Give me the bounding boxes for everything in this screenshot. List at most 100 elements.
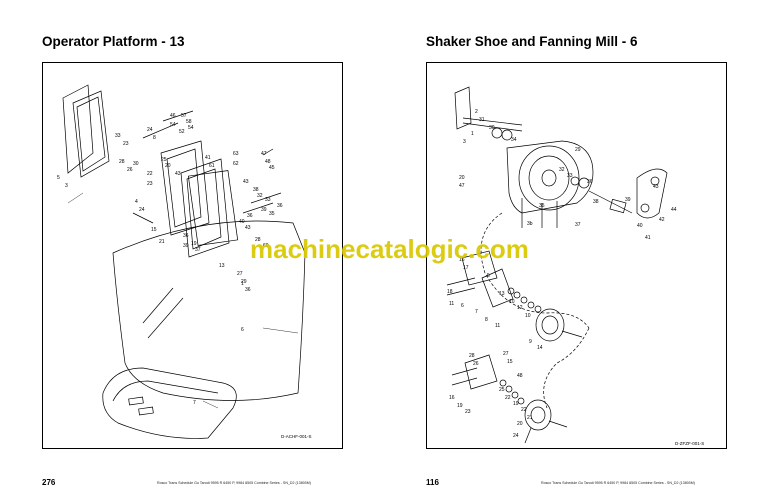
svg-text:5: 5 xyxy=(487,273,490,279)
svg-text:43: 43 xyxy=(175,171,181,177)
svg-text:3b: 3b xyxy=(527,221,533,227)
right-footer: 116 Rosco Trans Schedule Go Tarodi 9595 … xyxy=(426,478,738,490)
svg-text:39: 39 xyxy=(183,243,189,249)
svg-text:28: 28 xyxy=(119,159,125,165)
svg-text:6: 6 xyxy=(461,303,464,309)
right-footer-text: Rosco Trans Schedule Go Tarodi 9595 R 64… xyxy=(541,481,695,485)
svg-text:48: 48 xyxy=(517,373,523,379)
svg-text:23: 23 xyxy=(147,181,153,187)
svg-text:24: 24 xyxy=(147,127,153,133)
svg-text:30: 30 xyxy=(489,125,495,131)
svg-text:24: 24 xyxy=(139,207,145,213)
svg-text:28: 28 xyxy=(255,237,261,243)
left-page-number: 276 xyxy=(42,478,56,487)
svg-text:62: 62 xyxy=(233,161,239,167)
svg-text:33: 33 xyxy=(567,173,573,179)
svg-text:32: 32 xyxy=(559,167,565,173)
svg-text:19: 19 xyxy=(513,401,519,407)
svg-text:36: 36 xyxy=(245,287,251,293)
svg-text:27: 27 xyxy=(237,271,243,277)
svg-text:11: 11 xyxy=(495,323,500,329)
svg-text:19: 19 xyxy=(457,403,463,409)
svg-text:43: 43 xyxy=(653,184,659,190)
svg-text:3: 3 xyxy=(463,139,466,145)
svg-text:54: 54 xyxy=(188,125,194,131)
svg-text:7: 7 xyxy=(475,309,478,315)
svg-text:20: 20 xyxy=(517,421,523,427)
svg-text:1: 1 xyxy=(471,131,474,137)
svg-text:39: 39 xyxy=(625,197,631,203)
svg-text:5: 5 xyxy=(57,175,60,181)
svg-text:46: 46 xyxy=(170,113,176,119)
svg-text:48: 48 xyxy=(265,159,271,165)
svg-text:43: 43 xyxy=(243,179,249,185)
svg-text:32: 32 xyxy=(257,193,263,199)
svg-text:35: 35 xyxy=(269,211,275,217)
svg-text:42: 42 xyxy=(659,217,665,223)
svg-text:36: 36 xyxy=(587,179,593,185)
svg-text:47: 47 xyxy=(261,151,267,157)
svg-text:38: 38 xyxy=(253,187,259,193)
svg-text:27: 27 xyxy=(503,351,509,357)
svg-text:10: 10 xyxy=(509,299,515,305)
right-page-title: Shaker Shoe and Fanning Mill - 6 xyxy=(426,34,638,49)
svg-text:34: 34 xyxy=(511,137,517,143)
svg-text:35: 35 xyxy=(539,203,545,209)
svg-text:47: 47 xyxy=(459,183,465,189)
svg-text:30: 30 xyxy=(133,161,139,167)
svg-text:36: 36 xyxy=(183,233,189,239)
watermark: machinecatalogic.com xyxy=(250,234,529,264)
svg-text:26: 26 xyxy=(473,361,479,367)
svg-text:57: 57 xyxy=(181,113,187,119)
svg-text:54: 54 xyxy=(170,122,176,128)
svg-text:41: 41 xyxy=(205,155,211,161)
left-footer: 276 Rosco Trans Schedule Go Tarodi 9595 … xyxy=(42,478,354,490)
svg-text:6: 6 xyxy=(241,327,244,333)
svg-text:17: 17 xyxy=(463,265,469,271)
svg-text:1: 1 xyxy=(241,281,244,287)
svg-text:52: 52 xyxy=(179,129,185,135)
svg-text:31: 31 xyxy=(479,117,485,123)
svg-text:22: 22 xyxy=(521,407,527,413)
svg-text:24: 24 xyxy=(513,433,519,439)
svg-text:29: 29 xyxy=(575,147,581,153)
svg-text:16: 16 xyxy=(459,257,465,263)
svg-text:16: 16 xyxy=(449,395,455,401)
svg-text:40: 40 xyxy=(637,223,643,229)
svg-text:58: 58 xyxy=(186,119,192,125)
svg-text:43: 43 xyxy=(245,225,251,231)
left-footer-text: Rosco Trans Schedule Go Tarodi 9595 R 64… xyxy=(157,481,311,485)
svg-text:18: 18 xyxy=(447,289,453,295)
svg-text:12: 12 xyxy=(517,305,523,311)
svg-text:3: 3 xyxy=(65,183,68,189)
svg-text:10: 10 xyxy=(525,313,531,319)
svg-text:37: 37 xyxy=(195,247,201,253)
svg-text:36: 36 xyxy=(277,203,283,209)
left-page: Operator Platform - 13 xyxy=(42,34,354,490)
svg-text:21: 21 xyxy=(159,239,165,245)
right-figure-code: D-ZFZF-001-S xyxy=(675,441,704,446)
left-figure-code: D-ACHF-001-S xyxy=(281,434,312,439)
svg-text:39: 39 xyxy=(261,207,267,213)
svg-text:7: 7 xyxy=(193,400,196,406)
svg-text:36: 36 xyxy=(247,213,253,219)
svg-text:22: 22 xyxy=(505,395,511,401)
svg-text:22: 22 xyxy=(147,171,153,177)
svg-text:20: 20 xyxy=(165,163,171,169)
svg-text:63: 63 xyxy=(233,151,239,157)
svg-text:29: 29 xyxy=(241,279,247,285)
svg-text:2: 2 xyxy=(475,109,478,115)
right-page: Shaker Shoe and Fanning Mill - 6 xyxy=(384,0,768,497)
right-page-number: 116 xyxy=(426,478,439,487)
svg-text:11: 11 xyxy=(449,301,454,307)
svg-text:21: 21 xyxy=(527,415,533,421)
svg-text:28: 28 xyxy=(469,353,475,359)
svg-text:44: 44 xyxy=(671,207,677,213)
svg-text:33: 33 xyxy=(265,197,271,203)
svg-text:9: 9 xyxy=(529,339,532,345)
svg-text:41: 41 xyxy=(645,235,651,241)
